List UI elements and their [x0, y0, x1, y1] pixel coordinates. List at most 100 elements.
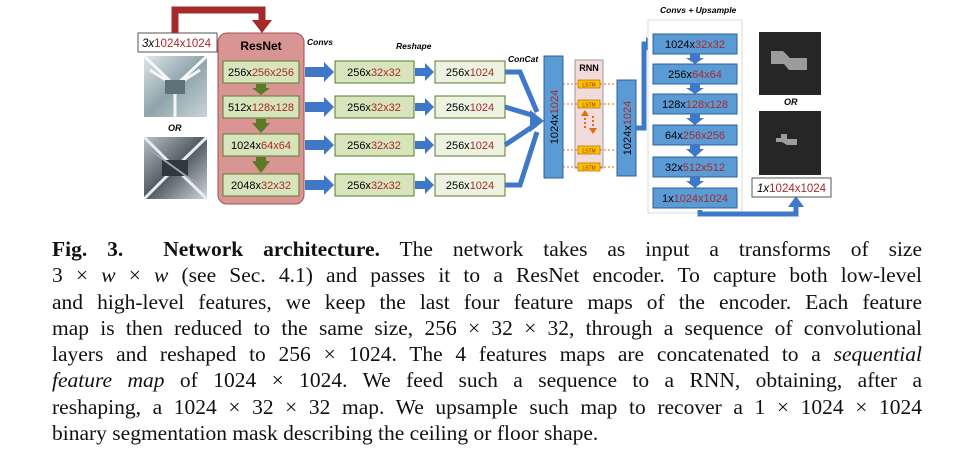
caption-line-1: Fig. 3. Network architecture. The networ… [52, 236, 922, 262]
caption-line-8: binary segmentation mask describing the … [52, 421, 599, 446]
resnet-down-arrows [252, 84, 270, 173]
caption-text-segment: (see Sec. 4.1) and passes it to a ResNet… [168, 263, 923, 288]
upsample-title: Convs + Upsample [660, 5, 737, 15]
reshape-arrow [415, 63, 434, 81]
input-size-label: 3x1024x1024 [142, 38, 212, 50]
resnet-block-label: 512x128x128 [228, 102, 294, 114]
resnet-block [222, 95, 300, 119]
caption-line-3: and high-level features, we keep the las… [52, 289, 922, 314]
conv-output-label: 256x32x32 [347, 140, 401, 152]
input-arrow [171, 6, 266, 33]
upsample-block-label: 32x512x512 [665, 162, 725, 174]
lstm-cell [577, 99, 601, 109]
lstm-cell [577, 162, 601, 172]
caption-line-1-text: The network takes as input a transforms … [379, 237, 923, 261]
lstm-cell-label: LSTM [582, 166, 595, 172]
upsample-down-arrow [686, 54, 704, 64]
resnet-block-label: 256x256x256 [228, 67, 294, 79]
upsample-down-arrow [686, 114, 704, 125]
caption-math-symbol: w [101, 263, 116, 288]
or-label-left: OR [168, 123, 182, 133]
network-architecture-figure: 3x1024x1024 OR ResNet 256x256x256 512x128… [137, 5, 832, 217]
caption-math-symbol: w [154, 263, 169, 288]
upsample-block [652, 187, 738, 209]
reshape-output-label: 256x1024 [446, 140, 494, 152]
reshape-arrow [415, 176, 434, 194]
caption-text-segment: × [115, 263, 154, 288]
output-mask-bottom [759, 111, 821, 175]
post-rnn-block-label: 1024x1024 [622, 101, 634, 155]
reshape-label: Reshape [396, 41, 432, 51]
caption-label: Fig. 3. [52, 237, 124, 261]
concat-merge-arrows [503, 69, 544, 188]
caption-title: Network architecture. [163, 237, 380, 261]
output-arrow-head [788, 196, 804, 207]
upsample-block-label: 1024x32x32 [665, 39, 725, 51]
conv-output-label: 256x32x32 [347, 102, 401, 114]
upsample-block-label: 64x256x256 [665, 130, 725, 142]
conv-output-label: 256x32x32 [347, 67, 401, 79]
caption-line-5: layers and reshaped to 256 × 1024. The 4… [52, 341, 922, 367]
convs-label: Convs [307, 37, 333, 47]
caption-line-6-text: of 1024 × 1024. We feed such a sequence … [164, 368, 922, 393]
conv-output-block [334, 173, 415, 197]
output-mask-top [759, 32, 821, 95]
input-arrow-head [252, 20, 272, 33]
resnet-down-arrow [252, 157, 270, 173]
caption-line-2: 3 × w × w (see Sec. 4.1) and passes it t… [52, 262, 922, 288]
reshape-arrow [415, 98, 434, 116]
convs-arrow [305, 175, 334, 195]
rnn-recurrent-arrows [581, 110, 597, 134]
upsample-input-arrow [636, 41, 648, 131]
output-size-label-box [751, 177, 832, 198]
upsample-down-arrow [686, 84, 704, 94]
upsample-down-arrow [686, 177, 704, 188]
lstm-cell [577, 79, 601, 89]
rnn-title: RNN [579, 63, 599, 73]
resnet-block [222, 133, 300, 157]
conv-output-block [334, 133, 415, 157]
conv-output-block [334, 95, 415, 119]
output-arrow [697, 205, 799, 217]
upsample-block-label: 1x1024x1024 [662, 193, 728, 205]
resnet-down-arrow [252, 119, 270, 133]
reshape-arrow [415, 136, 434, 154]
resnet-block-label: 2048x32x32 [231, 180, 291, 192]
lstm-cell [577, 145, 601, 155]
caption-line-6: feature map of 1024 × 1024. We feed such… [52, 367, 922, 393]
resnet-title: ResNet [240, 39, 281, 53]
conv-output-block [334, 60, 415, 84]
conv-reshape-rows: 256x32x32 256x1024 256x32x32 256x1024 256x32… [305, 60, 506, 197]
output-size-label: 1x1024x1024 [757, 183, 827, 195]
input-image-bottom [142, 135, 209, 201]
convs-arrow [305, 62, 334, 82]
upsample-blocks: 1024x32x32 256x64x64 128x128x128 64x256x256… [652, 33, 738, 209]
concat-block [543, 55, 564, 179]
convs-arrow [305, 135, 334, 155]
caption-line-4: map is then reduced to the same size, 25… [52, 315, 922, 340]
upsample-down-arrow [686, 145, 704, 157]
conv-output-label: 256x32x32 [347, 180, 401, 192]
or-label-right: OR [784, 97, 798, 107]
resnet-blocks: 256x256x256 512x128x128 1024x64x64 2048x32x… [222, 60, 300, 197]
resnet-block [222, 60, 300, 84]
resnet-down-arrow [252, 84, 270, 95]
caption-line-7: reshaping, a 1024 × 32 × 32 map. We upsa… [52, 394, 922, 419]
caption-text-segment: 3 × [52, 263, 102, 288]
lstm-cell-label: LSTM [582, 103, 595, 109]
upsample-block-label: 128x128x128 [662, 99, 728, 111]
reshape-output-label: 256x1024 [446, 180, 494, 192]
caption-feature-map-term: feature map [52, 368, 165, 393]
lstm-cell-label: LSTM [582, 149, 595, 155]
figure-caption: Fig. 3. Network architecture. The networ… [52, 236, 922, 446]
caption-line-5-text: layers and reshaped to 256 × 1024. The 4… [52, 342, 834, 367]
input-image-top [142, 54, 209, 117]
reshape-output-label: 256x1024 [446, 102, 494, 114]
caption-sequential-term: sequential [833, 342, 922, 367]
resnet-block-label: 1024x64x64 [231, 140, 291, 152]
reshape-output-label: 256x1024 [446, 67, 494, 79]
concat-label: ConCat [508, 54, 539, 64]
convs-arrow [305, 97, 334, 117]
upsample-block-label: 256x64x64 [668, 69, 722, 81]
